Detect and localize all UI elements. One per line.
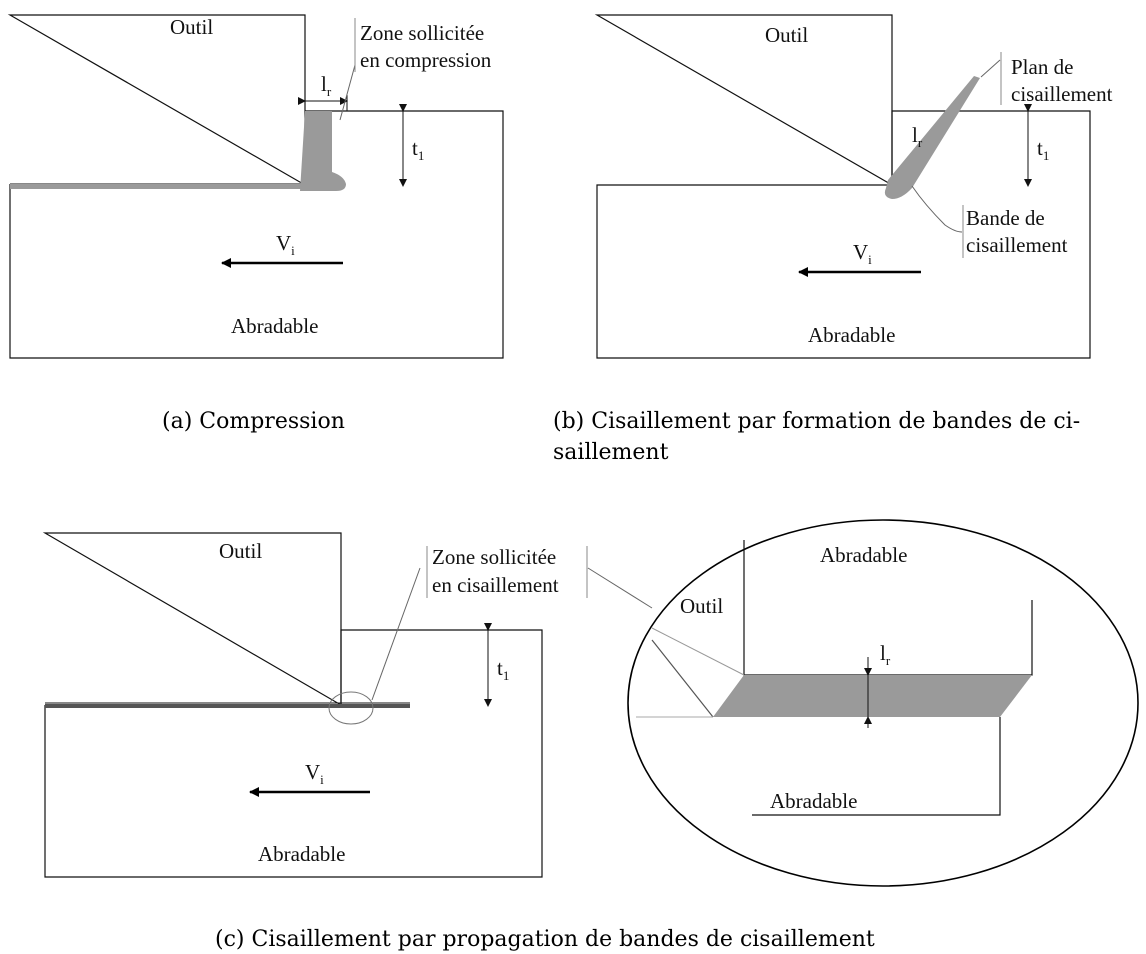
- zoom-tool-label-c: Outil: [680, 594, 723, 618]
- lr-label-b: lr: [912, 123, 923, 150]
- plane-label-b-line1: Plan de: [1011, 55, 1073, 79]
- panel-c: Outil Zone sollicitée en cisaillement t1…: [42, 519, 1139, 952]
- zoom-connector-c: [587, 567, 653, 609]
- velocity-label-c: Vi: [305, 760, 324, 787]
- zone-leader-a: [339, 64, 356, 121]
- caption-b-line1: (b) Cisaillement par formation de bandes…: [553, 409, 1080, 434]
- tool-label-a: Outil: [170, 15, 213, 39]
- shear-band-b: [884, 76, 980, 199]
- zone-label-c-line2: en cisaillement: [432, 573, 559, 597]
- tool-label-c: Outil: [219, 539, 262, 563]
- caption-a: (a) Compression: [162, 409, 345, 434]
- caption-b-line2: saillement: [553, 440, 669, 465]
- zone-label-a-line1: Zone sollicitée: [360, 21, 484, 45]
- velocity-label-a: Vi: [276, 231, 295, 258]
- workpiece-b: [596, 110, 1091, 359]
- tool-b: [594, 14, 893, 187]
- band-label-b-line2: cisaillement: [966, 233, 1068, 257]
- tool-label-b: Outil: [765, 23, 808, 47]
- t1-label-c: t1: [497, 656, 509, 683]
- zoom-view-c: [627, 519, 1139, 887]
- plane-label-b-line2: cisaillement: [1011, 82, 1113, 106]
- zone-leader-c: [371, 567, 421, 701]
- zoom-bottom-label-c: Abradable: [770, 789, 857, 813]
- band-label-b-line1: Bande de: [966, 206, 1045, 230]
- zoom-lr-label-c: lr: [880, 641, 891, 668]
- panel-a: Outil lr Zone sollicitée en compression …: [7, 14, 504, 434]
- shear-band-zoom-c: [713, 675, 1032, 717]
- t1-label-a: t1: [412, 136, 424, 163]
- zone-label-c-line1: Zone sollicitée: [432, 545, 556, 569]
- workpiece-c: [44, 629, 543, 878]
- chip-strip-a: [10, 184, 308, 189]
- material-label-a: Abradable: [231, 314, 318, 338]
- zone-circle-c: [328, 691, 374, 725]
- lr-label-a: lr: [321, 72, 332, 99]
- tool-a: [7, 14, 306, 187]
- band-leader-b: [911, 185, 963, 233]
- compression-zone-a: [300, 111, 346, 191]
- lr-dimension-a: [298, 95, 348, 111]
- tool-c: [42, 532, 342, 707]
- t1-label-b: t1: [1037, 136, 1049, 163]
- zone-label-a-line2: en compression: [360, 48, 492, 72]
- velocity-label-b: Vi: [853, 240, 872, 267]
- caption-c: (c) Cisaillement par propagation de band…: [215, 927, 875, 952]
- material-label-c: Abradable: [258, 842, 345, 866]
- zoom-top-label-c: Abradable: [820, 543, 907, 567]
- material-label-b: Abradable: [808, 323, 895, 347]
- plane-leader-b: [980, 59, 1001, 78]
- panel-b: Outil Plan de cisaillement lr Bande de c…: [553, 14, 1113, 465]
